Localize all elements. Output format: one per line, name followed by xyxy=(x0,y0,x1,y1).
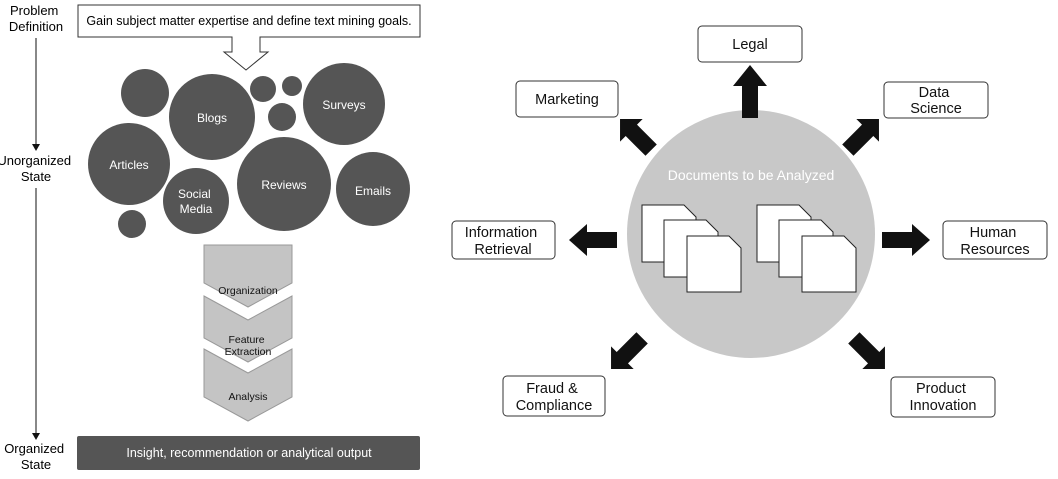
chevron-feature-extraction xyxy=(203,295,293,363)
bubble-small xyxy=(121,69,169,117)
box-data-science xyxy=(883,81,989,119)
bubble-reviews xyxy=(237,137,331,231)
bubble-blogs xyxy=(169,74,255,160)
source-bubbles xyxy=(88,63,410,238)
bubble-surveys xyxy=(303,63,385,145)
arrow-to-information-retrieval xyxy=(569,224,617,256)
bubble-articles xyxy=(88,123,170,205)
timeline-arrow-upper xyxy=(32,38,40,151)
bubble-small xyxy=(268,103,296,131)
stage-label-unorganized-state: Unorganized State xyxy=(0,153,75,184)
document-stack-left xyxy=(641,204,742,293)
step-label-feature-extraction: Feature Extraction xyxy=(225,334,272,358)
label-product-innovation: Product Innovation xyxy=(910,381,977,414)
bubble-small xyxy=(282,76,302,96)
arrow-to-human-resources xyxy=(882,224,930,256)
stage-label-organized-state: Organized State xyxy=(4,441,68,472)
goal-banner xyxy=(77,4,421,71)
label-human-resources: Human Resources xyxy=(960,225,1029,258)
label-legal: Legal xyxy=(732,37,767,53)
label-data-science: Data Science xyxy=(910,85,962,117)
arrow-to-marketing xyxy=(620,119,657,156)
bubble-social-media xyxy=(163,168,229,234)
box-information-retrieval xyxy=(451,220,556,260)
box-fraud-compliance xyxy=(502,375,606,417)
stage-label-problem-definition: Problem Definition xyxy=(9,3,63,34)
bubble-small xyxy=(250,76,276,102)
bubble-label-surveys: Surveys xyxy=(322,98,365,112)
bubble-label-social-media: Social Media xyxy=(178,187,214,216)
step-label-organization: Organization xyxy=(218,285,278,297)
chevron-analysis xyxy=(203,348,293,422)
bubble-label-emails: Emails xyxy=(355,184,391,198)
output-bar xyxy=(77,436,420,470)
arrow-to-product-innovation xyxy=(848,332,885,369)
box-legal xyxy=(697,25,803,63)
document-stack-right xyxy=(756,204,857,293)
box-marketing xyxy=(515,80,619,118)
documents-circle-title: Documents to be Analyzed xyxy=(668,167,835,183)
process-chevrons xyxy=(203,244,293,422)
output-bar-text: Insight, recommendation or analytical ou… xyxy=(126,446,372,460)
bubble-label-articles: Articles xyxy=(109,158,148,172)
goal-banner-text: Gain subject matter expertise and define… xyxy=(86,14,411,28)
bubble-label-reviews: Reviews xyxy=(261,178,306,192)
box-human-resources xyxy=(942,220,1048,260)
box-product-innovation xyxy=(890,376,996,418)
bubble-emails xyxy=(336,152,410,226)
bubble-small xyxy=(118,210,146,238)
label-information-retrieval: Information Retrieval xyxy=(465,225,542,258)
step-label-analysis: Analysis xyxy=(228,391,267,403)
documents-circle xyxy=(627,110,875,358)
bubble-label-blogs: Blogs xyxy=(197,111,227,125)
chevron-organization xyxy=(203,244,293,308)
label-marketing: Marketing xyxy=(535,92,599,108)
label-fraud-compliance: Fraud & Compliance xyxy=(516,381,593,414)
arrow-to-data-science xyxy=(842,119,879,156)
arrow-to-legal xyxy=(733,65,767,118)
arrow-to-fraud-compliance xyxy=(611,332,648,369)
timeline-arrow-lower xyxy=(32,188,40,440)
